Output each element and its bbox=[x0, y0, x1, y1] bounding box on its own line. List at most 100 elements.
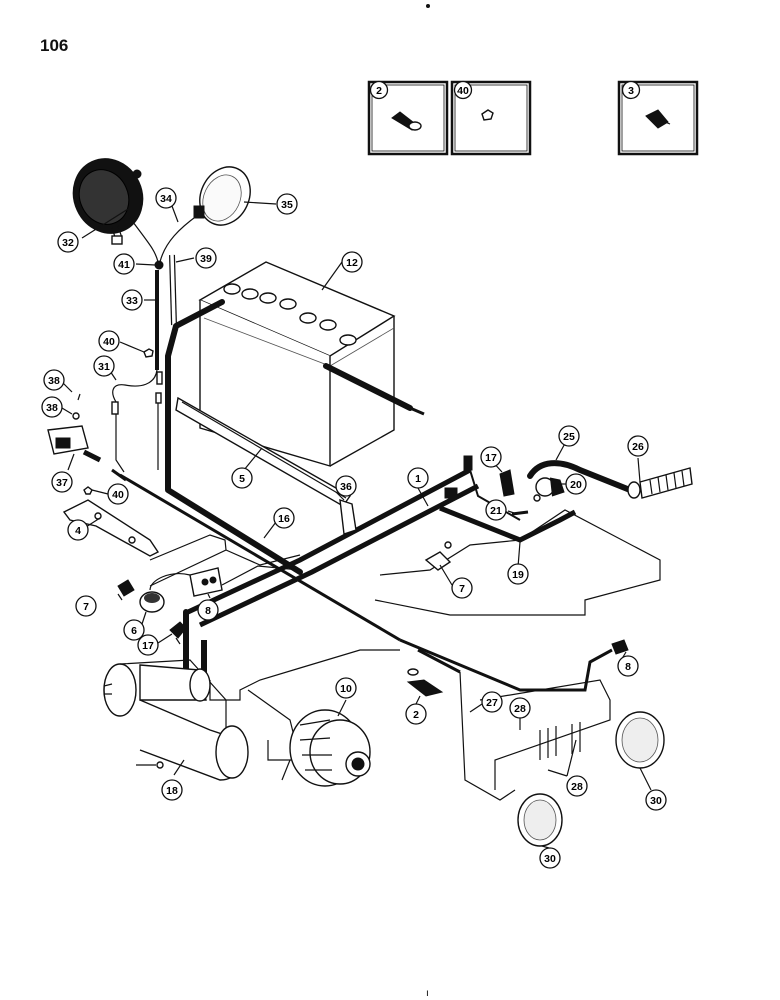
battery-13 bbox=[198, 261, 396, 467]
callout-7: 67 bbox=[75, 595, 97, 617]
work-lamp-31 bbox=[72, 158, 144, 245]
callout-30: 31 bbox=[93, 355, 115, 377]
svg-text:1: 1 bbox=[415, 473, 421, 485]
heater-21 bbox=[627, 467, 693, 499]
svg-text:40: 40 bbox=[112, 489, 124, 501]
svg-text:31: 31 bbox=[98, 361, 110, 373]
callout-40-inset: 40 bbox=[453, 80, 473, 100]
svg-text:17: 17 bbox=[485, 452, 497, 464]
svg-text:8: 8 bbox=[625, 661, 631, 673]
page-mark bbox=[426, 4, 430, 8]
callout-21: 26 bbox=[627, 435, 649, 457]
callout-6: 6 bbox=[123, 619, 145, 641]
svg-text:20: 20 bbox=[570, 479, 582, 491]
svg-text:2: 2 bbox=[413, 709, 419, 721]
battery-cable-14 bbox=[165, 299, 413, 575]
svg-text:38: 38 bbox=[46, 402, 58, 414]
callout-41: 41 bbox=[113, 253, 135, 275]
callout-9: 7 bbox=[451, 577, 473, 599]
page-number: 106 bbox=[40, 36, 69, 55]
callout-5: 5 bbox=[231, 467, 253, 489]
callout-15-left: 17 bbox=[137, 634, 159, 656]
svg-text:41: 41 bbox=[118, 259, 130, 271]
callout-31: 32 bbox=[57, 231, 79, 253]
switch-36 bbox=[47, 393, 102, 463]
alternator-12 bbox=[281, 709, 371, 787]
svg-text:27: 27 bbox=[486, 697, 498, 709]
svg-text:17: 17 bbox=[142, 640, 154, 652]
callout-25: 27 bbox=[481, 691, 503, 713]
svg-text:5: 5 bbox=[239, 473, 245, 485]
switch-10 bbox=[611, 639, 629, 655]
page-mark-bottom: ı bbox=[426, 988, 429, 999]
callout-32: 33 bbox=[121, 289, 143, 311]
callout-12: 10 bbox=[335, 677, 357, 699]
callout-2-inset: 2 bbox=[369, 80, 389, 100]
callout-34: 35 bbox=[276, 193, 298, 215]
boot-15 bbox=[499, 469, 515, 497]
grommet-41 bbox=[154, 260, 164, 270]
svg-text:8: 8 bbox=[205, 605, 211, 617]
callout-16: 18 bbox=[161, 779, 183, 801]
callout-27-upper: 30 bbox=[645, 789, 667, 811]
svg-text:7: 7 bbox=[459, 583, 465, 595]
callout-35: 36 bbox=[335, 475, 357, 497]
connector-1 bbox=[463, 455, 473, 471]
callout-15-right: 17 bbox=[480, 446, 502, 468]
svg-text:7: 7 bbox=[83, 601, 89, 613]
callout-13: 12 bbox=[341, 251, 363, 273]
svg-text:28: 28 bbox=[514, 703, 526, 715]
svg-text:35: 35 bbox=[281, 199, 293, 211]
svg-text:16: 16 bbox=[278, 513, 290, 525]
callout-40-a: 40 bbox=[98, 330, 120, 352]
svg-text:3: 3 bbox=[628, 85, 634, 97]
flood-lamp-34 bbox=[193, 166, 251, 226]
svg-text:30: 30 bbox=[544, 853, 556, 865]
sleeve-35 bbox=[339, 498, 357, 535]
callout-38: 3938 bbox=[41, 396, 63, 418]
callout-19: 21 bbox=[485, 499, 507, 521]
callout-2: 2 bbox=[405, 703, 427, 725]
svg-text:26: 26 bbox=[632, 441, 644, 453]
callout-14: 16 bbox=[273, 507, 295, 529]
callout-20: 25 bbox=[558, 425, 580, 447]
callout-36: 37 bbox=[51, 471, 73, 493]
svg-text:36: 36 bbox=[340, 481, 352, 493]
callout-27-lower: 30 bbox=[539, 847, 561, 869]
svg-text:38: 38 bbox=[48, 375, 60, 387]
callout-28: 3128 bbox=[566, 775, 588, 797]
svg-text:37: 37 bbox=[56, 477, 68, 489]
svg-text:10: 10 bbox=[340, 683, 352, 695]
callout-17: 19 bbox=[507, 563, 529, 585]
callout-37: 38 bbox=[43, 369, 65, 391]
svg-text:6: 6 bbox=[131, 625, 137, 637]
rear-lamp-27-lower bbox=[517, 793, 563, 847]
svg-text:40: 40 bbox=[103, 336, 115, 348]
callout-39: 39 bbox=[195, 247, 217, 269]
boot-2 bbox=[406, 679, 444, 697]
callout-40-b: 40 bbox=[107, 483, 129, 505]
svg-text:18: 18 bbox=[166, 785, 178, 797]
svg-text:40: 40 bbox=[457, 85, 469, 97]
starter-16 bbox=[103, 659, 249, 781]
callout-8: 8 bbox=[197, 599, 219, 621]
svg-text:21: 21 bbox=[490, 505, 502, 517]
svg-text:33: 33 bbox=[126, 295, 138, 307]
svg-text:4: 4 bbox=[75, 525, 81, 537]
svg-text:30: 30 bbox=[650, 795, 662, 807]
callout-33: 34 bbox=[155, 187, 177, 209]
svg-text:19: 19 bbox=[512, 569, 524, 581]
svg-text:2: 2 bbox=[376, 85, 382, 97]
svg-text:34: 34 bbox=[160, 193, 172, 205]
cap-7 bbox=[117, 579, 135, 597]
svg-text:39: 39 bbox=[200, 253, 212, 265]
rear-lamp-27-upper bbox=[615, 711, 665, 769]
svg-text:32: 32 bbox=[62, 237, 74, 249]
callout-3-inset: 3 bbox=[621, 80, 641, 100]
callout-18: 20 bbox=[565, 473, 587, 495]
callout-1: 1 bbox=[407, 467, 429, 489]
callout-4: 4 bbox=[67, 519, 89, 541]
svg-text:28: 28 bbox=[571, 781, 583, 793]
sender-9 bbox=[424, 551, 452, 571]
